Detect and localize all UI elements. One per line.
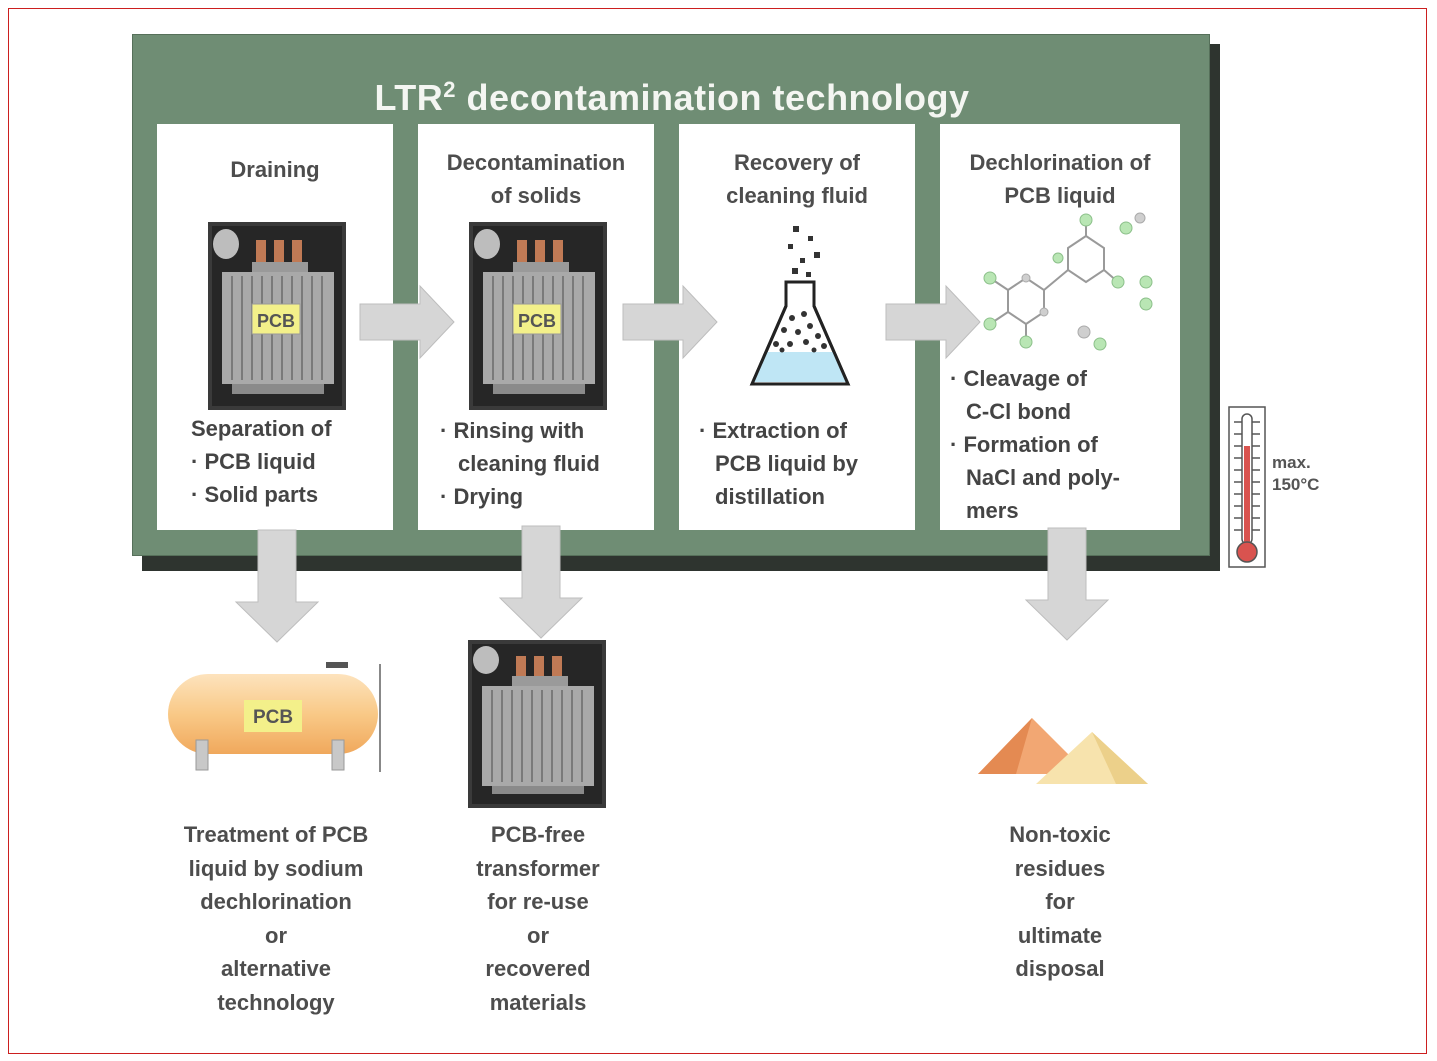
step-title-line: Dechlorination of <box>969 150 1151 175</box>
tank-icon: PCB <box>168 662 381 772</box>
step-title-line: cleaning fluid <box>726 183 868 208</box>
output-text-line: transformer <box>476 855 600 881</box>
output-text-line: disposal <box>1015 956 1105 982</box>
temperature-label: max. 150°C <box>1272 452 1319 496</box>
thermometer-icon <box>1228 406 1266 568</box>
step-body-line: · Solid parts <box>191 482 319 507</box>
output-text-line: materials <box>489 989 587 1015</box>
arrow-down-icon <box>234 529 320 643</box>
step-body-line: · PCB liquid <box>191 449 316 474</box>
step-title: Draining <box>157 153 393 186</box>
arrow-right-icon <box>359 284 455 360</box>
transformer-icon: PCB <box>208 222 346 410</box>
step-title-line: Recovery of <box>734 150 860 175</box>
step-body: · Extraction of PCB liquid by distillati… <box>699 414 858 513</box>
output-text-line: Treatment of PCB <box>183 822 369 847</box>
output-text-line: or <box>265 922 287 948</box>
svg-text:PCB: PCB <box>518 311 556 331</box>
temperature-label-line: 150°C <box>1272 475 1320 494</box>
outer-frame <box>8 8 1427 1054</box>
flask-icon <box>749 226 851 386</box>
temperature-label-line: max. <box>1272 453 1311 472</box>
diagram-title: LTR2 decontamination technology <box>133 77 1211 119</box>
step-body-line: NaCl and poly- <box>966 465 1121 490</box>
step-title-line: of solids <box>490 183 582 208</box>
step-body-line: PCB liquid by <box>715 451 858 476</box>
output-text-transformer: PCB-free transformer for re-use or recov… <box>438 818 638 1020</box>
transformer-icon <box>468 640 606 808</box>
output-text-line: residues <box>1014 855 1106 881</box>
step-title-line: PCB liquid <box>1004 183 1116 208</box>
transformer-icon: PCB <box>469 222 607 410</box>
svg-text:PCB: PCB <box>257 311 295 331</box>
step-body-line: · Extraction of <box>699 418 847 443</box>
title-rest: decontamination technology <box>456 77 970 118</box>
output-text-line: for re-use <box>487 889 589 915</box>
residue-piles-icon <box>978 718 1148 784</box>
output-text-line: for <box>1045 889 1075 915</box>
title-superscript: 2 <box>443 77 457 102</box>
arrow-right-icon <box>622 284 718 360</box>
step-body-line: · Drying <box>440 484 524 509</box>
output-text-line: ultimate <box>1017 922 1103 948</box>
step-body-line: cleaning fluid <box>458 451 600 476</box>
step-title-line: Decontamination <box>446 150 626 175</box>
step-body-line: C-Cl bond <box>966 399 1072 424</box>
step-body-line: distillation <box>715 484 825 509</box>
title-main: LTR <box>374 77 444 118</box>
step-body: Separation of · PCB liquid · Solid parts <box>191 412 332 511</box>
molecule-icon <box>983 212 1153 351</box>
step-body-line: · Cleavage of <box>950 366 1087 391</box>
output-text-line: technology <box>217 989 335 1015</box>
step-title: Dechlorination of PCB liquid <box>940 146 1180 212</box>
step-panel-dechlorination: Dechlorination of PCB liquid · Cleavage … <box>940 124 1180 530</box>
step-body: · Rinsing with cleaning fluid · Drying <box>440 414 600 513</box>
output-text-treatment: Treatment of PCB liquid by sodium dechlo… <box>156 818 396 1020</box>
step-body-line: · Rinsing with <box>440 418 585 443</box>
output-text-residues: Non-toxic residues for ultimate disposal <box>960 818 1160 986</box>
output-text-line: Non-toxic <box>1009 822 1111 847</box>
arrow-down-icon <box>498 525 584 639</box>
output-text-line: dechlorination <box>200 889 352 915</box>
arrow-right-icon <box>885 284 981 360</box>
output-text-line: liquid by sodium <box>188 855 364 881</box>
output-text-line: alternative <box>220 956 332 982</box>
step-body: · Cleavage of C-Cl bond · Formation of N… <box>950 362 1120 527</box>
step-title: Recovery of cleaning fluid <box>679 146 915 212</box>
svg-text:PCB: PCB <box>253 707 293 728</box>
output-text-line: recovered <box>485 956 591 982</box>
step-body-line: mers <box>966 498 1019 523</box>
step-body-line: Separation of <box>191 416 332 441</box>
output-text-line: or <box>527 922 549 948</box>
step-title: Decontamination of solids <box>418 146 654 212</box>
step-body-line: · Formation of <box>950 432 1098 457</box>
step-title-line: Draining <box>230 157 320 182</box>
arrow-down-icon <box>1024 527 1110 641</box>
output-text-line: PCB-free <box>490 822 586 847</box>
